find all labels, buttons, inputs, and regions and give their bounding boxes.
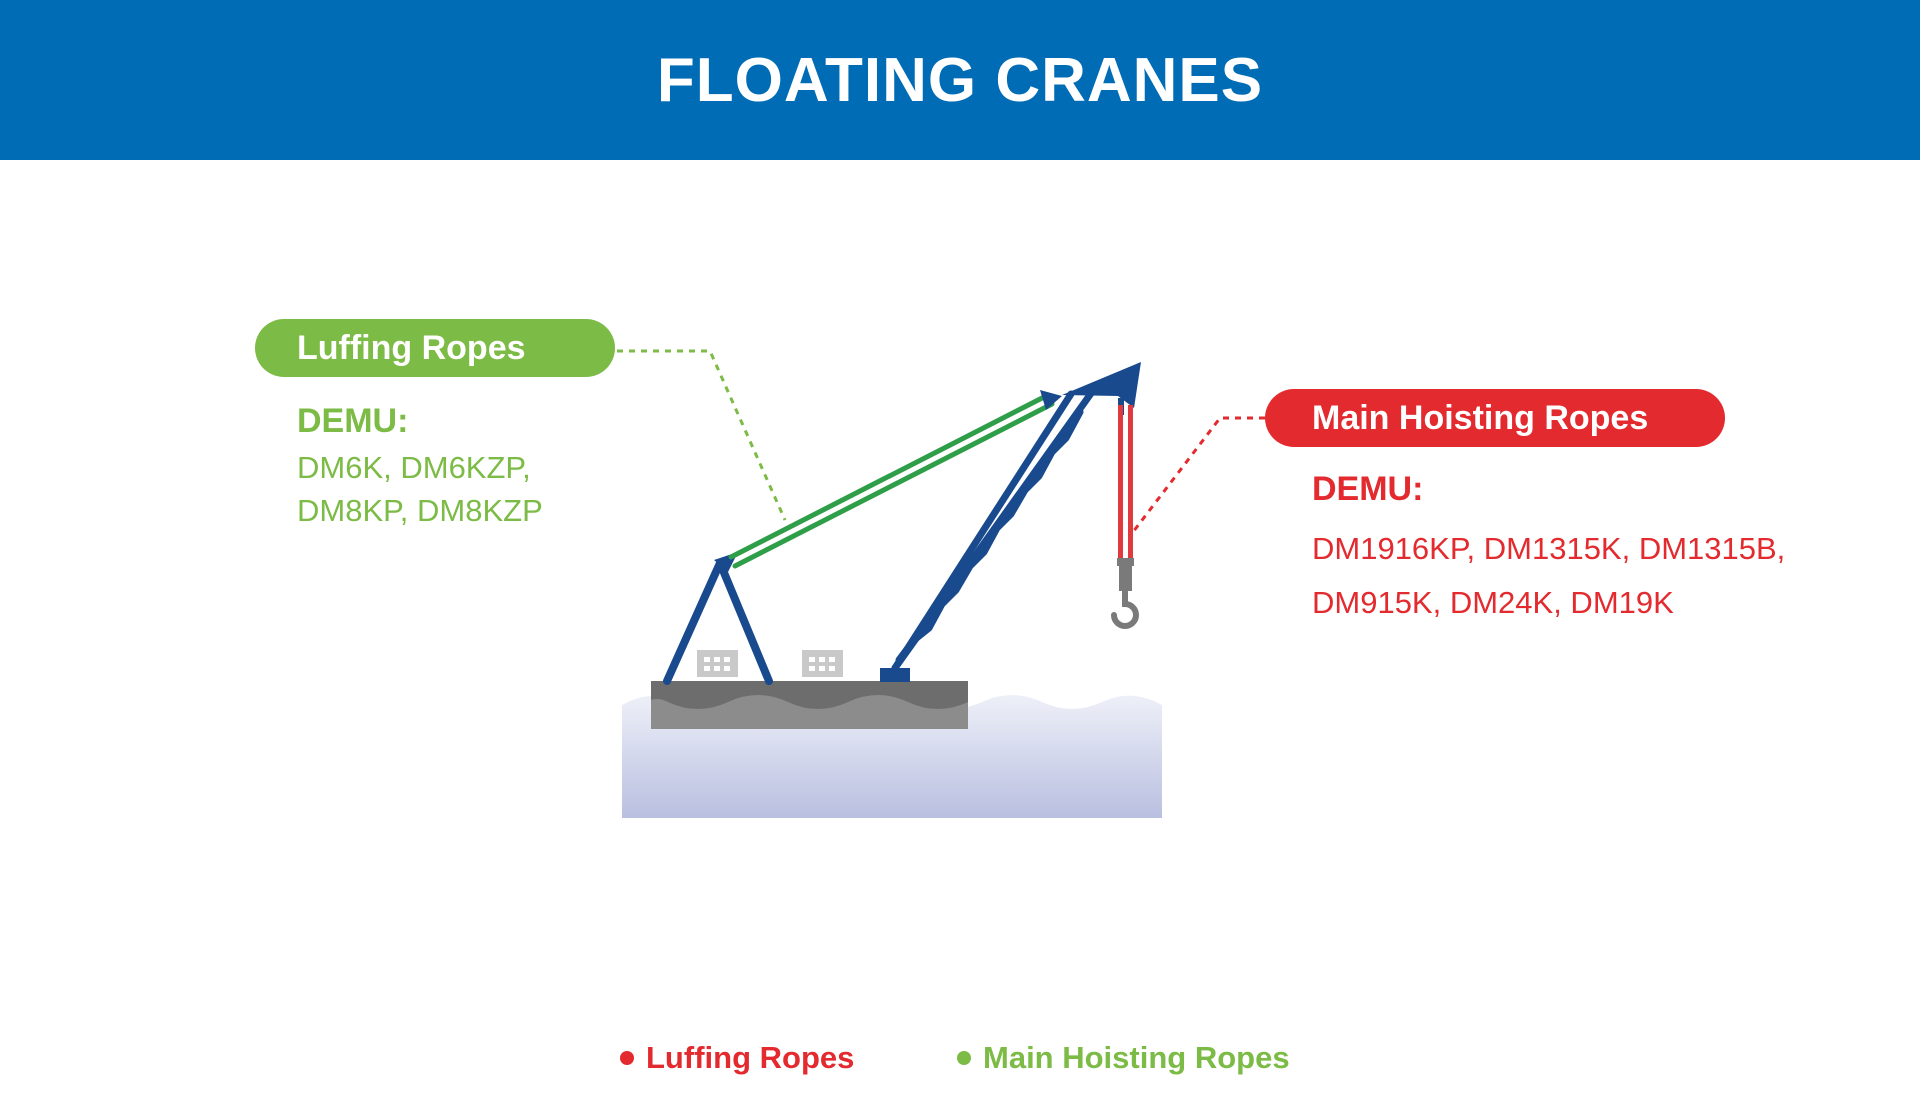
legend-item-luffing: Luffing Ropes bbox=[620, 1040, 854, 1076]
luffing-ropes bbox=[728, 392, 1055, 569]
hoisting-model-line: DM915K, DM24K, DM19K bbox=[1312, 585, 1674, 620]
leader-line-luffing bbox=[617, 349, 787, 521]
luffing-model-line: DM8KP, DM8KZP bbox=[297, 493, 543, 528]
luffing-model-list: DM6K, DM6KZP, DM8KP, DM8KZP bbox=[297, 446, 657, 532]
hoisting-model-list: DM1916KP, DM1315K, DM1315B, DM915K, DM24… bbox=[1312, 522, 1872, 630]
leader-line-hoisting bbox=[1131, 416, 1265, 533]
barge bbox=[651, 668, 968, 729]
luffing-ropes-pill: Luffing Ropes bbox=[255, 319, 615, 377]
page-title: FLOATING CRANES bbox=[656, 45, 1264, 115]
a-frame bbox=[663, 559, 773, 685]
cabin-window-icon bbox=[697, 650, 738, 677]
hoisting-brand-label: DEMU: bbox=[1312, 470, 1424, 508]
luffing-brand-label: DEMU: bbox=[297, 402, 409, 440]
legend-label: Main Hoisting Ropes bbox=[983, 1040, 1290, 1075]
legend-item-hoisting: Main Hoisting Ropes bbox=[957, 1040, 1290, 1076]
crane-hook-icon bbox=[1111, 587, 1139, 629]
hoisting-model-line: DM1916KP, DM1315K, DM1315B, bbox=[1312, 531, 1786, 566]
header-bar: FLOATING CRANES bbox=[0, 0, 1920, 160]
hoisting-ropes-pill: Main Hoisting Ropes bbox=[1265, 389, 1725, 447]
cabin-window-icon bbox=[802, 650, 843, 677]
legend-dot-icon bbox=[957, 1051, 971, 1065]
legend-label: Luffing Ropes bbox=[646, 1040, 855, 1075]
boom-tip bbox=[1062, 362, 1141, 408]
main-hoisting-ropes bbox=[1117, 398, 1134, 591]
luffing-model-line: DM6K, DM6KZP, bbox=[297, 450, 531, 485]
legend-dot-icon bbox=[620, 1051, 634, 1065]
crane-boom bbox=[891, 388, 1096, 672]
